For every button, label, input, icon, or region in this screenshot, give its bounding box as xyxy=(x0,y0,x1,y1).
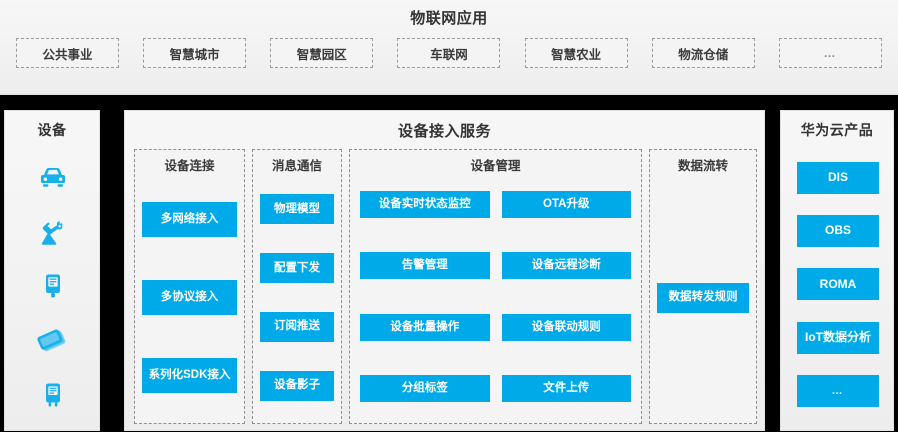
feature-button[interactable]: 多协议接入 xyxy=(142,279,237,315)
feature-button[interactable]: 设备远程诊断 xyxy=(501,252,631,280)
group-device-connection: 设备连接 多网络接入 多协议接入 系列化SDK接入 xyxy=(134,149,245,424)
iot-applications-panel: 物联网应用 公共事业 智慧城市 智慧园区 车联网 智慧农业 物流仓储 … xyxy=(0,0,898,95)
car-icon xyxy=(36,161,70,195)
iot-applications-title: 物联网应用 xyxy=(410,10,488,27)
feature-button[interactable]: 订阅推送 xyxy=(260,311,334,342)
feature-button[interactable]: 告警管理 xyxy=(360,252,490,280)
devices-icon-list xyxy=(5,147,101,432)
service-groups: 设备连接 多网络接入 多协议接入 系列化SDK接入 消息通信 物理模型 配置下发… xyxy=(134,149,757,424)
feature-button[interactable]: 设备实时状态监控 xyxy=(360,191,490,219)
group-title: 设备连接 xyxy=(164,159,215,173)
application-item-more[interactable]: … xyxy=(778,38,882,68)
feature-button[interactable]: OTA升级 xyxy=(501,191,631,219)
smart-card-stack-icon xyxy=(36,324,70,358)
application-item[interactable]: 智慧城市 xyxy=(143,38,247,68)
group-items: 设备实时状态监控 OTA升级 告警管理 设备远程诊断 设备批量操作 设备联动规则… xyxy=(350,178,641,423)
cloud-product-button-more[interactable]: … xyxy=(797,375,879,408)
robot-arm-icon xyxy=(36,215,70,249)
cloud-product-button[interactable]: OBS xyxy=(797,215,879,248)
group-message-communication: 消息通信 物理模型 配置下发 订阅推送 设备影子 xyxy=(252,149,342,424)
application-item[interactable]: 智慧农业 xyxy=(524,38,628,68)
cloud-products-title: 华为云产品 xyxy=(800,122,874,138)
group-items: 多网络接入 多协议接入 系列化SDK接入 xyxy=(135,178,244,423)
feature-button[interactable]: 物理模型 xyxy=(260,194,334,225)
cloud-product-button[interactable]: ROMA xyxy=(797,268,879,301)
terminal-device-icon xyxy=(36,378,70,412)
meter-device-icon xyxy=(36,269,70,303)
device-access-service-panel: 设备接入服务 设备连接 多网络接入 多协议接入 系列化SDK接入 消息通信 物理… xyxy=(124,110,765,431)
cloud-product-button[interactable]: IoT数据分析 xyxy=(797,321,879,354)
feature-button[interactable]: 文件上传 xyxy=(501,374,631,402)
feature-button[interactable]: 设备影子 xyxy=(260,370,334,401)
feature-button[interactable]: 数据转发规则 xyxy=(657,282,749,313)
feature-button[interactable]: 设备批量操作 xyxy=(360,313,490,341)
group-items: 数据转发规则 xyxy=(650,178,756,423)
cloud-products-panel: 华为云产品 DIS OBS ROMA IoT数据分析 … xyxy=(780,110,894,431)
devices-title: 设备 xyxy=(37,122,67,138)
application-item[interactable]: 物流仓储 xyxy=(651,38,755,68)
feature-button[interactable]: 系列化SDK接入 xyxy=(142,358,237,394)
devices-panel: 设备 xyxy=(4,110,100,431)
feature-button[interactable]: 配置下发 xyxy=(260,253,334,284)
application-item[interactable]: 公共事业 xyxy=(16,38,119,68)
group-title: 设备管理 xyxy=(470,159,521,173)
group-title: 数据流转 xyxy=(677,159,728,173)
application-item[interactable]: 智慧园区 xyxy=(270,38,374,68)
application-item[interactable]: 车联网 xyxy=(397,38,501,68)
iot-applications-list: 公共事业 智慧城市 智慧园区 车联网 智慧农业 物流仓储 … xyxy=(0,38,898,68)
group-device-management: 设备管理 设备实时状态监控 OTA升级 告警管理 设备远程诊断 设备批量操作 设… xyxy=(349,149,642,424)
group-items: 物理模型 配置下发 订阅推送 设备影子 xyxy=(253,178,341,423)
feature-button[interactable]: 多网络接入 xyxy=(142,201,237,237)
cloud-product-button[interactable]: DIS xyxy=(797,161,879,194)
cloud-products-list: DIS OBS ROMA IoT数据分析 … xyxy=(781,147,895,432)
device-access-service-title: 设备接入服务 xyxy=(397,123,491,140)
group-data-flow: 数据流转 数据转发规则 xyxy=(649,149,757,424)
group-title: 消息通信 xyxy=(271,159,322,173)
feature-button[interactable]: 设备联动规则 xyxy=(501,313,631,341)
feature-button[interactable]: 分组标签 xyxy=(360,374,490,402)
